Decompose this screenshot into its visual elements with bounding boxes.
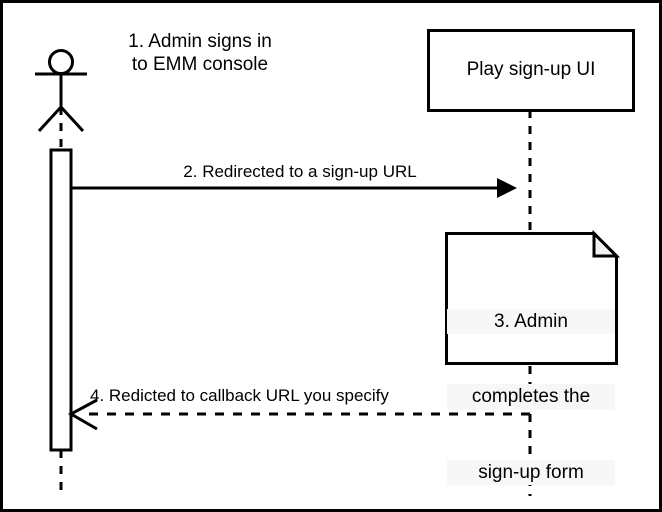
actor-head-icon [48,49,74,75]
message-4-arrow [67,398,530,431]
note-folded-corner-icon [592,229,621,258]
message-4-arrowhead-open [67,398,98,431]
actor-caption-label: 1. Admin signs in to EMM console [128,31,272,76]
actor-activation-bar [49,148,73,452]
play-signup-ui-label: Play sign-up UI [466,59,596,80]
actor-right-leg-line [59,105,85,133]
stick-figure-actor-icon [35,49,87,133]
message-4-label: 4. Redicted to callback URL you specify [90,386,389,405]
message-2-arrow [71,178,517,198]
message-2-arrowhead-filled [497,178,517,198]
message-2-label: 2. Redirected to a sign-up URL [183,162,417,181]
note-step-3-text: 3. Admin completes the sign-up form [447,258,615,512]
actor-left-leg-line [37,105,63,133]
note-line-1: 3. Admin [447,308,615,334]
note-line-3: sign-up form [447,460,615,486]
play-signup-ui-box [427,29,635,112]
note-line-2: completes the [447,384,615,410]
